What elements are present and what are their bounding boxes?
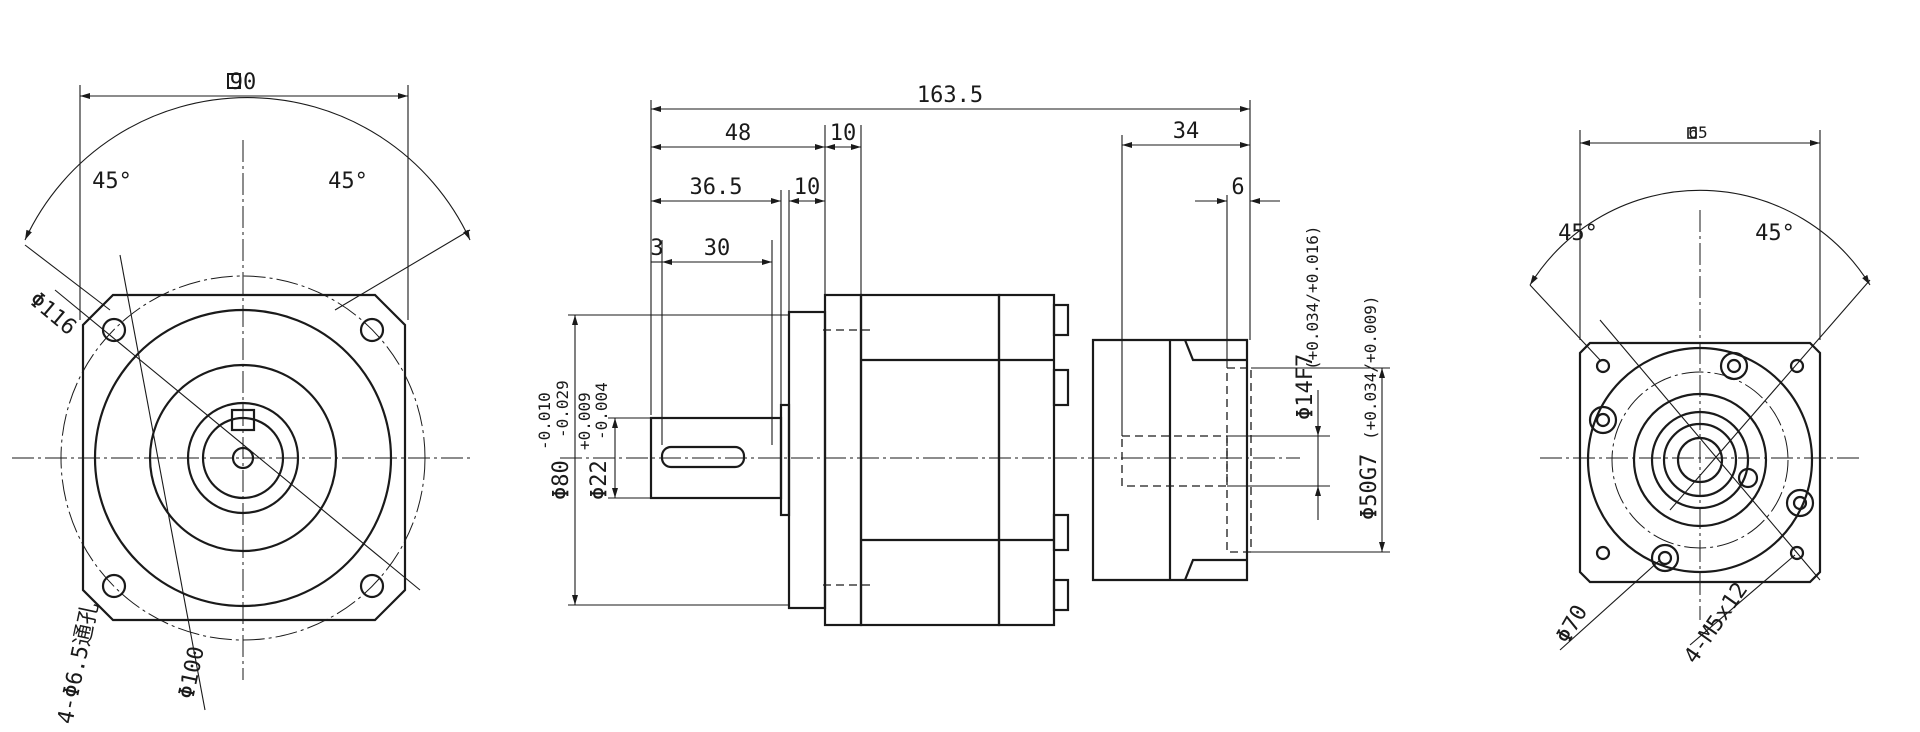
- side-view: 163.5 48 10 36.5 10 3 30 34 6 Φ80 -0.010…: [535, 83, 1390, 627]
- motor-threads-label: 4-M5x12: [1679, 578, 1753, 668]
- motor-flange-view: 65 45° 45° Φ70 4-M5x12: [1529, 123, 1871, 668]
- shaft-total-label: 48: [725, 121, 752, 146]
- shaft-tol-lower: -0.004: [592, 382, 611, 440]
- shaft-tol-upper: +0.009: [575, 392, 594, 450]
- motor-bolt-circle-label: Φ70: [1552, 601, 1594, 648]
- motor-angle-right-label: 45°: [1755, 221, 1795, 246]
- shaft-length-label: 36.5: [690, 175, 743, 200]
- bore-tol-label: (+0.034/+0.016): [1303, 226, 1322, 371]
- bore-dia-label: Φ14F7: [1293, 354, 1318, 420]
- pilot-tol-upper: -0.010: [535, 392, 554, 450]
- spigot-label: 10: [794, 175, 821, 200]
- key-length-label: 30: [704, 236, 731, 261]
- pilot-dia-label: Φ80: [549, 460, 574, 500]
- bolt-circle-label: Φ116: [24, 287, 81, 340]
- shaft-dia-label: Φ22: [587, 460, 612, 500]
- motor-angle-left-label: 45°: [1558, 221, 1598, 246]
- motor-adapter-label: 34: [1173, 119, 1200, 144]
- motor-square-label: 65: [1688, 123, 1707, 142]
- square-90-label: 90: [230, 70, 257, 95]
- flange-thickness-label: 10: [830, 121, 857, 146]
- angle-right-label: 45°: [328, 169, 368, 194]
- spigot-dia-label: Φ50G7: [1357, 454, 1382, 520]
- holes-label: 4-Φ6.5通孔: [53, 600, 103, 726]
- spigot-tol-label: (+0.034/+0.009): [1361, 296, 1380, 441]
- pilot-tol-lower: -0.029: [553, 380, 572, 438]
- front-flange-view: 90 45° 45° Φ116 4-Φ6.5通孔 Φ100: [12, 70, 471, 726]
- adapter-step-label: 6: [1231, 175, 1244, 200]
- overall-length-label: 163.5: [917, 83, 983, 108]
- shoulder-label: 3: [650, 236, 663, 261]
- angle-left-label: 45°: [92, 169, 132, 194]
- pilot-label: Φ100: [174, 644, 209, 701]
